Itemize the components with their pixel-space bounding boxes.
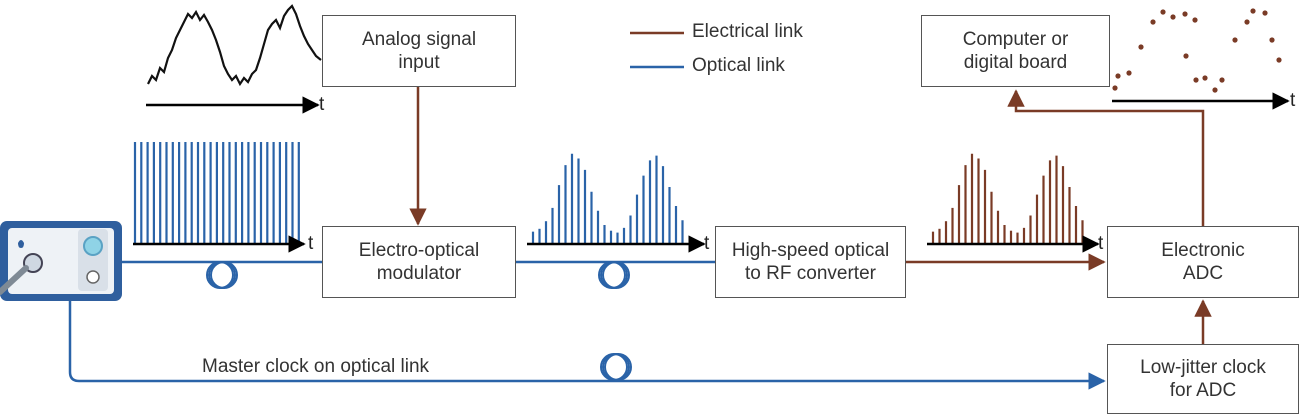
sample-dot bbox=[1183, 53, 1189, 59]
axis-t-label: t bbox=[704, 233, 710, 254]
master-clock-label: Master clock on optical link bbox=[202, 356, 430, 377]
electro-optical-modulator-box: Electro-optical modulator bbox=[322, 226, 516, 298]
sample-dot bbox=[1115, 73, 1121, 79]
sample-dot bbox=[1232, 37, 1238, 43]
optical-link-master-clock bbox=[68, 300, 1106, 390]
axis-t-label: t bbox=[308, 233, 314, 254]
sample-dot bbox=[1126, 70, 1132, 76]
sample-dot bbox=[1112, 85, 1118, 91]
axis-t-label: t bbox=[1290, 90, 1296, 111]
legend-optical-label: Optical link bbox=[692, 55, 785, 76]
sample-dot bbox=[1160, 9, 1166, 15]
axis-t-label: t bbox=[1098, 233, 1104, 254]
electrical-pulses bbox=[931, 153, 1084, 244]
analog-signal-input-box: Analog signal input bbox=[322, 15, 516, 87]
sample-dot bbox=[1244, 19, 1250, 25]
fiber-coil-icon bbox=[206, 261, 238, 289]
sample-dot bbox=[1138, 44, 1144, 50]
fiber-coil-icon bbox=[600, 353, 632, 381]
fiber-coil-icon bbox=[598, 261, 630, 289]
low-jitter-clock-label: Low-jitter clock for ADC bbox=[1140, 357, 1266, 401]
optical-to-rf-converter-label: High-speed optical to RF converter bbox=[731, 240, 890, 284]
sample-dot bbox=[1193, 77, 1199, 83]
sample-dot bbox=[1212, 87, 1218, 93]
electronic-adc-box: Electronic ADC bbox=[1107, 226, 1299, 298]
sample-dot bbox=[1202, 75, 1208, 81]
sample-dot bbox=[1276, 57, 1282, 63]
low-jitter-clock-box: Low-jitter clock for ADC bbox=[1107, 344, 1299, 414]
optical-to-rf-converter-box: High-speed optical to RF converter bbox=[715, 226, 906, 298]
computer-box: Computer or digital board bbox=[921, 15, 1110, 87]
sample-dot bbox=[1170, 14, 1176, 20]
computer-label: Computer or digital board bbox=[962, 29, 1069, 73]
sample-dot bbox=[1192, 17, 1198, 23]
sample-dot bbox=[1269, 37, 1275, 43]
sample-dot bbox=[1150, 19, 1156, 25]
electro-optical-modulator-label: Electro-optical modulator bbox=[358, 240, 480, 284]
digital-samples bbox=[1112, 8, 1282, 93]
optical-pulse-train bbox=[133, 142, 300, 244]
electrical-link-adc-to-computer bbox=[1007, 89, 1205, 226]
analog-signal-input-label: Analog signal input bbox=[361, 29, 477, 73]
sample-dot bbox=[1250, 8, 1256, 14]
sample-dot bbox=[1219, 77, 1225, 83]
axis-t-label: t bbox=[319, 94, 325, 115]
legend-electrical-label: Electrical link bbox=[692, 21, 803, 42]
laser-device-icon bbox=[0, 221, 122, 301]
analog-waveform bbox=[147, 4, 322, 87]
sample-dot bbox=[1182, 11, 1188, 17]
electronic-adc-label: Electronic ADC bbox=[1161, 240, 1245, 284]
sample-dot bbox=[1262, 10, 1268, 16]
modulated-optical-pulses bbox=[531, 153, 684, 244]
